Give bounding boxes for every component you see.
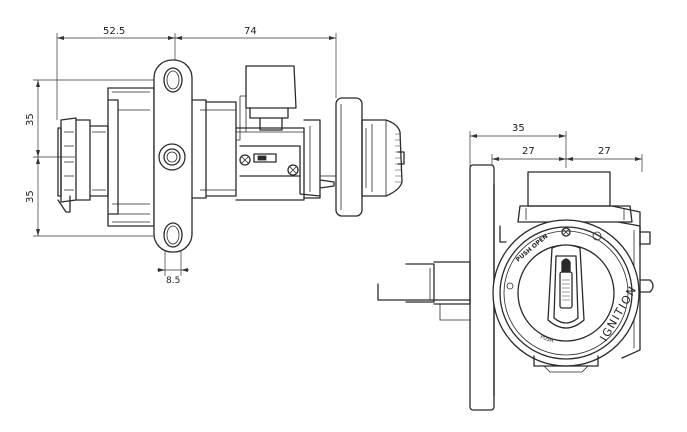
dimension-front-top: 35 27 27 xyxy=(469,123,643,172)
rear-wire xyxy=(377,261,471,321)
switch-body xyxy=(235,119,336,201)
front-top-housing xyxy=(499,171,651,247)
dim-35-lower-label: 35 xyxy=(25,190,36,203)
dim-front-27-right-label: 27 xyxy=(598,146,611,157)
front-view: 35 27 27 xyxy=(377,123,654,411)
dim-35-upper-label: 35 xyxy=(25,113,36,126)
solenoid-cap xyxy=(236,65,297,141)
dim-front-27-left-label: 27 xyxy=(522,146,535,157)
dimension-flange: 8.5 xyxy=(157,248,189,286)
mounting-flange xyxy=(153,59,193,253)
dimension-top: 52.5 74 xyxy=(56,26,337,120)
dim-front-35-label: 35 xyxy=(512,123,525,134)
connector-block xyxy=(57,117,109,213)
dim-52-5-label: 52.5 xyxy=(103,26,125,37)
mid-housing xyxy=(191,99,237,199)
dimension-left: 35 35 xyxy=(25,79,170,237)
front-mounting-plate xyxy=(469,164,495,411)
dim-74-label: 74 xyxy=(244,26,257,37)
dim-8-5-label: 8.5 xyxy=(166,276,180,286)
push-label: PUSH xyxy=(539,334,554,344)
housing-body xyxy=(107,87,155,227)
front-knob xyxy=(506,227,615,342)
side-view: 52.5 74 35 35 8.5 xyxy=(25,26,405,286)
escutcheon-ring xyxy=(335,97,363,217)
knob-side xyxy=(361,119,405,197)
